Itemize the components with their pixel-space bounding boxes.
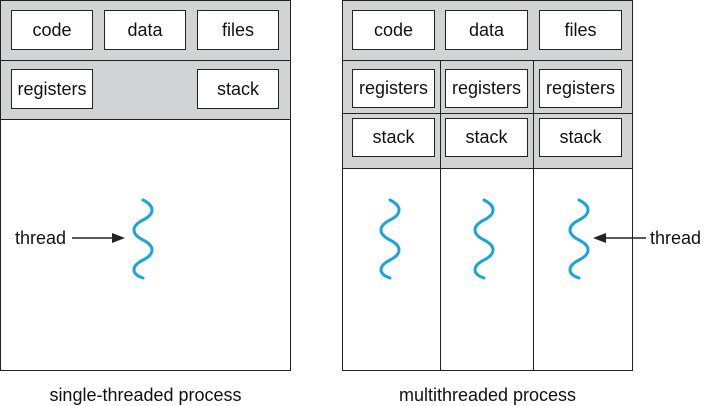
multi-caption: multithreaded process	[398, 385, 577, 405]
data-label: data	[468, 19, 505, 40]
single-threaded-process	[0, 0, 291, 371]
stack-box: stack	[352, 118, 435, 157]
files-label: files	[564, 19, 597, 40]
code-box: code	[352, 10, 435, 50]
arrow-icon	[72, 233, 125, 243]
thread-column-divider	[533, 60, 534, 370]
thread-label: thread	[15, 228, 67, 248]
wavy-thread-icon	[132, 198, 154, 280]
stack-label: stack	[559, 127, 602, 147]
data-box: data	[104, 10, 186, 50]
registers-label: registers	[545, 78, 616, 98]
single-caption: single-threaded process	[49, 385, 242, 405]
code-label: code	[373, 19, 414, 40]
registers-box: registers	[539, 69, 622, 108]
registers-label: registers	[451, 78, 522, 98]
registers-label: registers	[17, 78, 87, 99]
wavy-thread-icon	[568, 198, 590, 280]
registers-stack-divider	[343, 113, 632, 114]
thread-label: thread	[650, 228, 702, 248]
thread-column-divider	[440, 60, 441, 370]
files-box: files	[197, 10, 279, 50]
code-box: code	[11, 10, 93, 50]
multithreaded-process	[342, 0, 633, 371]
code-label: code	[32, 19, 72, 40]
files-label: files	[221, 19, 254, 40]
registers-box: registers	[352, 69, 435, 108]
arrow-icon	[593, 233, 646, 243]
stack-box: stack	[539, 118, 622, 157]
data-box: data	[445, 10, 528, 50]
registers-label: registers	[358, 78, 429, 98]
stack-box: stack	[445, 118, 528, 157]
stack-label: stack	[465, 127, 508, 147]
stack-label: stack	[372, 127, 415, 147]
registers-box: registers	[11, 69, 93, 109]
stack-box: stack	[197, 69, 279, 109]
wavy-thread-icon	[473, 198, 495, 280]
files-box: files	[539, 10, 622, 50]
registers-box: registers	[445, 69, 528, 108]
stack-label: stack	[216, 78, 259, 99]
wavy-thread-icon	[379, 198, 401, 280]
data-label: data	[127, 19, 163, 40]
